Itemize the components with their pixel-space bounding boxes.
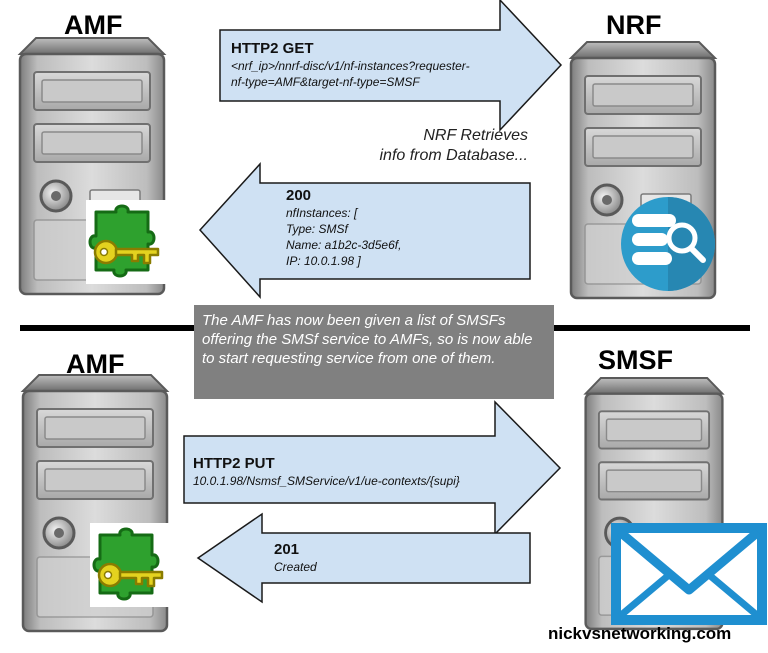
summary-note-text: The AMF has now been given a list of SMS…: [202, 312, 533, 367]
response-200-line-4: IP: 10.0.1.98 ]: [286, 254, 361, 268]
http2-get-path-line-2: nf-type=AMF&target-nf-type=SMSF: [231, 75, 420, 89]
puzzle-key-icon-top: [84, 198, 168, 286]
response-200-line-1: nfInstances: [: [286, 206, 358, 220]
response-201-message: 201 Created: [274, 541, 474, 575]
response-201-arrow: [196, 512, 531, 604]
http2-put-method: HTTP2 PUT: [193, 455, 275, 472]
response-201-status: 201: [274, 541, 300, 558]
http2-get-arrow: [219, 0, 563, 132]
database-search-icon: [621, 197, 715, 291]
response-200-line-2: Type: SMSf: [286, 222, 348, 236]
puzzle-key-icon-bottom: [88, 521, 172, 609]
response-200-message: 200 nfInstances: [ Type: SMSf Name: a1b2…: [286, 187, 516, 269]
http2-get-method: HTTP2 GET: [231, 40, 314, 57]
smsf-label: SMSF: [598, 345, 674, 375]
site-credit: nickvsnetworking.com: [548, 624, 732, 643]
http2-put-message: HTTP2 PUT 10.0.1.98/Nsmsf_SMService/v1/u…: [193, 455, 513, 489]
http2-get-message: HTTP2 GET <nrf_ip>/nnrf-disc/v1/nf-insta…: [231, 40, 531, 90]
response-200-status: 200: [286, 187, 312, 204]
nrf-retrieves-note: NRF Retrieves info from Database...: [308, 126, 528, 166]
response-200-arrow: [198, 162, 531, 299]
amf-bottom-label: AMF: [66, 349, 125, 379]
nrf-note-line-1: NRF Retrieves: [423, 127, 528, 144]
nrf-note-line-2: info from Database...: [379, 147, 528, 164]
http2-put-arrow: [183, 400, 562, 536]
summary-note-box: The AMF has now been given a list of SMS…: [194, 305, 554, 399]
response-200-line-3: Name: a1b2c-3d5e6f,: [286, 238, 402, 252]
nrf-label: NRF: [606, 10, 662, 40]
response-201-line-1: Created: [274, 560, 317, 574]
amf-top-label: AMF: [64, 10, 123, 40]
envelope-icon: [611, 523, 767, 625]
http2-put-path: 10.0.1.98/Nsmsf_SMService/v1/ue-contexts…: [193, 474, 460, 488]
http2-get-path-line-1: <nrf_ip>/nnrf-disc/v1/nf-instances?reque…: [231, 59, 470, 73]
